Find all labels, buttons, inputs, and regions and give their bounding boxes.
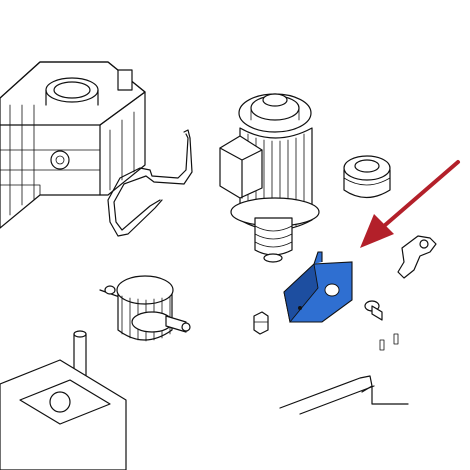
pulley — [343, 155, 391, 199]
mounting-bracket — [279, 375, 409, 415]
bolt — [364, 300, 383, 321]
release-knob — [397, 235, 437, 279]
pins — [379, 333, 399, 351]
arrow-icon — [360, 160, 460, 248]
base-plate — [0, 359, 127, 470]
plastic-cover — [283, 251, 353, 324]
gearbox-housing — [0, 61, 146, 229]
screw-left — [253, 311, 269, 335]
drive-gear — [99, 275, 191, 342]
electric-motor — [219, 93, 320, 263]
gasket — [107, 129, 193, 237]
